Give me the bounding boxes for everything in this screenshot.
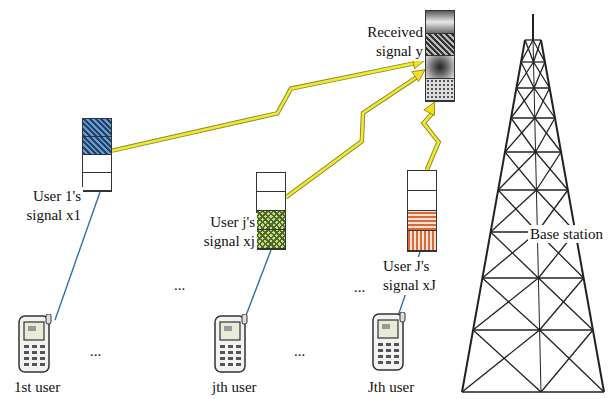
arrow-head — [424, 102, 435, 115]
signal-cell — [83, 137, 111, 155]
signal-vector: User 1's signal x1 — [82, 118, 112, 192]
user-label: Jth user — [366, 378, 416, 396]
signal-vector: User J's signal xJ — [407, 170, 437, 252]
signal-cell — [426, 34, 454, 57]
user-label: jth user — [210, 378, 259, 396]
signal-cell — [257, 192, 285, 211]
signal-cell — [83, 119, 111, 137]
link-outline — [286, 77, 418, 198]
signal-label: Received signal y — [335, 23, 425, 61]
ellipsis: ... — [292, 342, 307, 360]
signal-vector: Received signal y — [425, 10, 455, 102]
ellipsis: ... — [172, 276, 187, 294]
signal-cell — [426, 56, 454, 79]
signal-cell — [408, 191, 436, 211]
signal-cell — [426, 79, 454, 102]
signal-cell — [426, 11, 454, 34]
signal-label: User j's signal xj — [179, 213, 257, 251]
ellipsis: ... — [88, 342, 103, 360]
signal-cell — [83, 155, 111, 173]
signal-cell — [408, 231, 436, 251]
phone-icon — [373, 312, 405, 370]
base-station-tower — [462, 14, 604, 392]
signal-cell — [257, 230, 285, 249]
signal-cell — [408, 211, 436, 231]
link-line — [286, 77, 418, 198]
link-line — [424, 112, 439, 170]
signal-vector: User j's signal xj — [256, 172, 286, 250]
user-label: 1st user — [12, 378, 62, 396]
radio-link — [286, 70, 425, 197]
phone-icon — [215, 314, 247, 372]
signal-label: User 1's signal x1 — [3, 187, 83, 225]
signal-cell — [257, 173, 285, 192]
link-outline — [424, 112, 439, 170]
station-label: Base station — [528, 225, 605, 243]
phone-icon — [19, 314, 51, 372]
ellipsis: ... — [352, 278, 367, 296]
signal-label: User J's signal xJ — [381, 257, 465, 295]
uplink-line — [55, 192, 420, 320]
radio-link — [424, 102, 439, 170]
signal-cell — [257, 211, 285, 230]
signal-cell — [408, 171, 436, 191]
signal-cell — [83, 173, 111, 191]
arrow-head — [412, 70, 425, 82]
